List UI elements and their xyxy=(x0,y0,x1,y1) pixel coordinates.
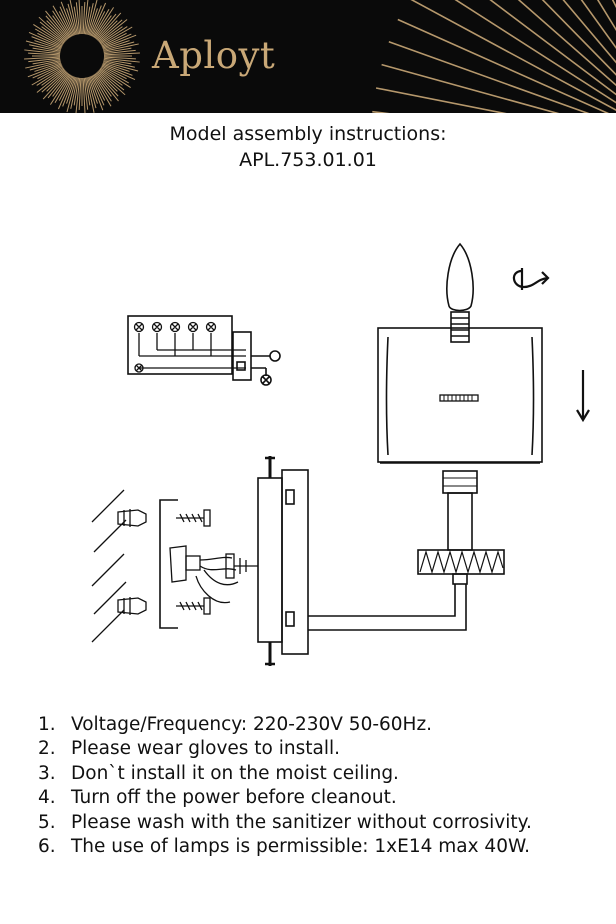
mounting-bracket xyxy=(159,499,178,629)
wall-screws xyxy=(176,509,211,615)
wiring-terminal-block xyxy=(127,315,281,386)
lampshade xyxy=(377,327,543,464)
brand-header: Aployt xyxy=(0,0,616,113)
brand-name: Aployt xyxy=(152,34,276,77)
connector-wires xyxy=(169,545,258,604)
assembly-diagram xyxy=(91,242,590,666)
sunburst-logo-icon xyxy=(24,0,616,113)
wall-hatching xyxy=(91,489,127,643)
lamp-socket xyxy=(442,470,478,551)
wall-arm xyxy=(308,584,467,631)
list-item: 1.Voltage/Frequency: 220-230V 50-60Hz. xyxy=(38,714,433,735)
list-item: 3.Don`t install it on the moist ceiling. xyxy=(38,762,399,784)
rotate-arrow-icon xyxy=(512,268,550,290)
e14-bulb xyxy=(446,242,474,343)
wall-plugs xyxy=(117,509,147,615)
down-arrow-icon xyxy=(576,370,590,423)
instruction-list: 1.Voltage/Frequency: 220-230V 50-60Hz. 2… xyxy=(38,713,532,859)
list-item: 5.Please wash with the sanitizer without… xyxy=(38,811,532,833)
decorative-ring xyxy=(417,549,505,585)
wall-plate xyxy=(257,456,309,666)
page-title: Model assembly instructions: xyxy=(169,123,447,145)
list-item: 2.Please wear gloves to install. xyxy=(38,738,341,760)
model-number: APL.753.01.01 xyxy=(239,149,377,171)
list-item: 6.The use of lamps is permissible: 1xE14… xyxy=(38,836,531,858)
list-item: 4.Turn off the power before cleanout. xyxy=(38,787,397,809)
